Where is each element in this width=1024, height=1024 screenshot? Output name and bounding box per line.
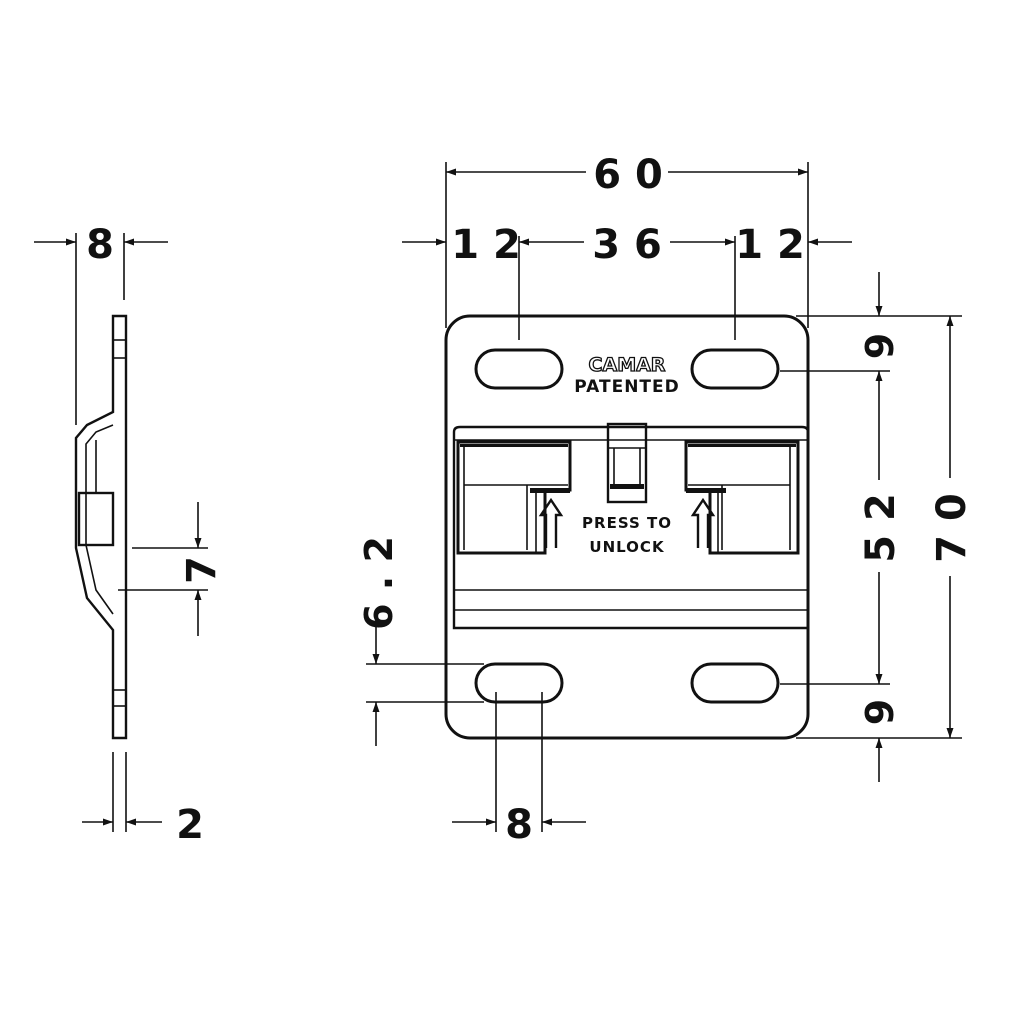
side-view: 8 2 7 [34,222,225,848]
dim-center-span: 3 6 [592,222,662,268]
dim-side-thickness: 2 [176,802,204,848]
dim-right-offset: 1 2 [735,222,805,268]
front-view: CAMAR PATENTED [357,152,975,848]
dim-slot-height: 6 . 2 [357,536,401,630]
dim-overall-width: 6 0 [593,152,663,198]
dim-top-margin: 9 [858,333,902,359]
up-arrow-right-icon [690,497,716,548]
slot-top-right [690,348,780,390]
latch-tab-left [456,440,572,555]
dim-side-step: 7 [179,556,225,584]
slot-top-left [474,348,564,390]
dim-side-depth: 8 [86,222,114,268]
slot-bottom-left [474,662,564,704]
dim-overall-height: 7 0 [929,493,975,563]
side-latch-block [77,491,115,547]
dim-hole-spacing: 5 2 [858,493,904,563]
brand-logo: CAMAR [589,354,666,376]
latch-tab-right [684,440,800,555]
dim-slot-width: 8 [505,802,533,848]
slot-bottom-right [690,662,780,704]
up-arrow-left-icon [538,497,564,548]
side-profile [74,314,128,740]
dim-left-offset: 1 2 [451,222,521,268]
latch-panel [452,425,810,630]
dim-bottom-margin: 9 [858,699,902,725]
instruction-line-1: PRESS TO [582,514,672,532]
patent-label: PATENTED [574,377,680,397]
release-button [606,422,648,504]
instruction-line-2: UNLOCK [589,538,665,556]
